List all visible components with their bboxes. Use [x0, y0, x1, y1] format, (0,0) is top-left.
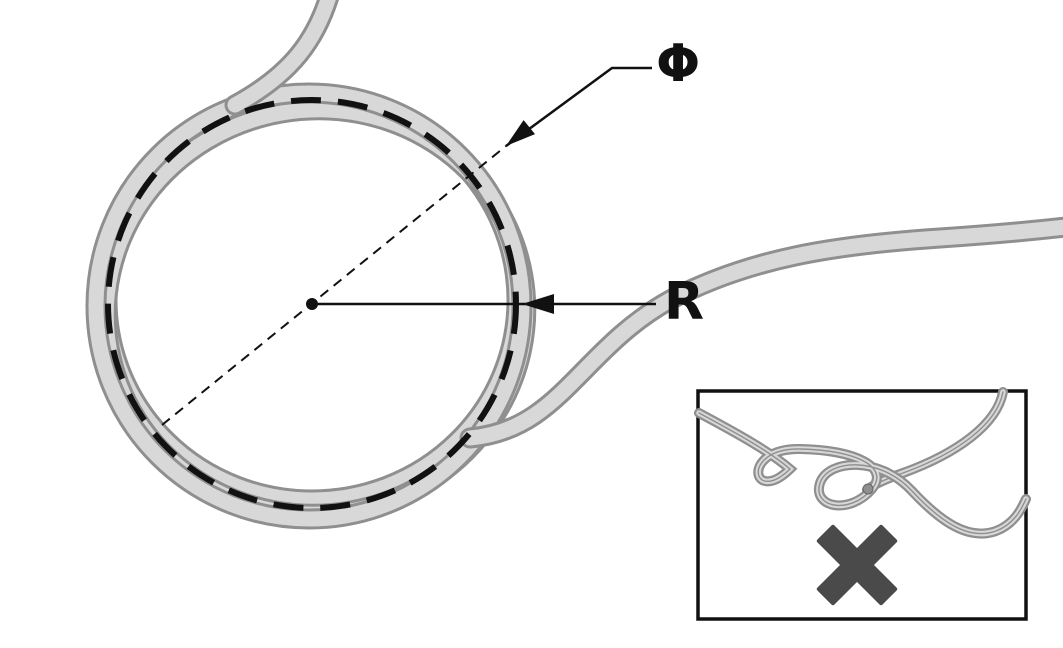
- diameter-arrowhead: [506, 120, 535, 146]
- diameter-dashed-line: [161, 145, 507, 426]
- diameter-annotation: [161, 66, 652, 426]
- incorrect-example-inset: [694, 387, 1031, 621]
- diameter-label: Φ: [656, 34, 701, 94]
- tangled-cable: [694, 387, 1031, 539]
- diameter-leader-line: [505, 66, 652, 148]
- knot-dot: [862, 483, 874, 495]
- radius-annotation: [306, 294, 656, 314]
- radius-label: R: [664, 272, 705, 332]
- coil-wrap-2: [95, 99, 537, 525]
- radius-arrowhead: [522, 294, 554, 314]
- center-dot: [306, 298, 318, 310]
- x-icon: [816, 524, 898, 606]
